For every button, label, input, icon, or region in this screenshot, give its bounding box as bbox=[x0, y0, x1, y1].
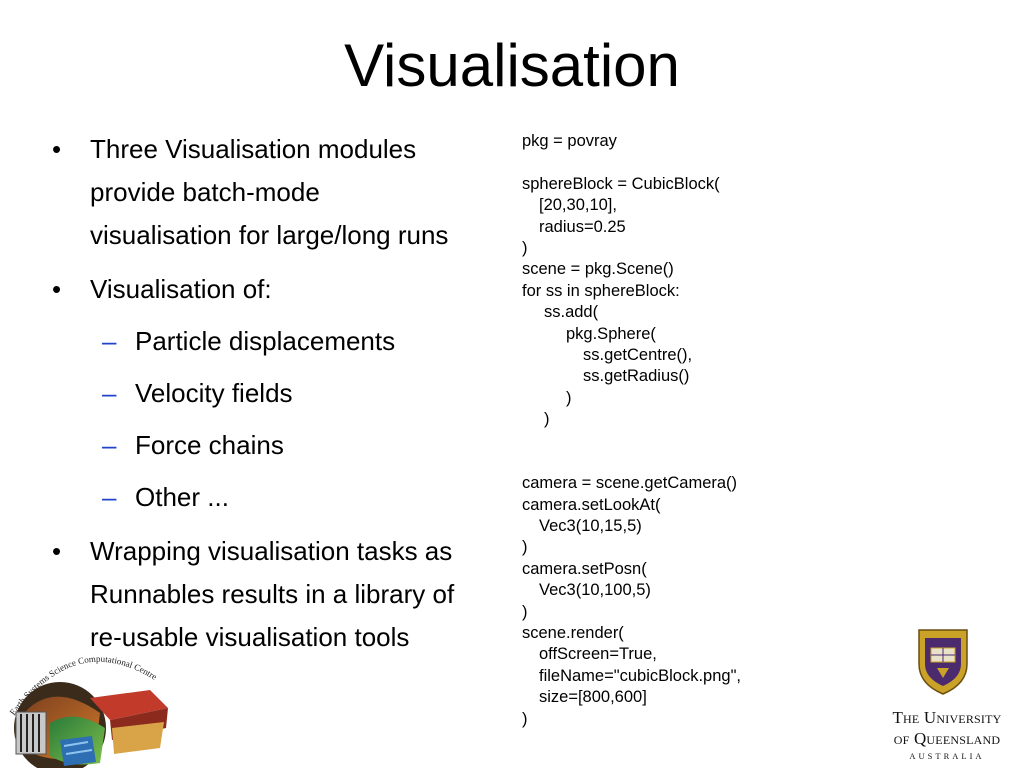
code-line: offScreen=True, bbox=[539, 645, 657, 664]
sub-bullet-text: Other ... bbox=[135, 482, 229, 512]
bullet-item: • Three Visualisation modules provide ba… bbox=[52, 128, 502, 257]
bullet-marker: • bbox=[52, 536, 62, 566]
sub-bullet-item: – Particle displacements bbox=[52, 320, 502, 363]
bullet-marker: • bbox=[52, 274, 62, 304]
code-line: ) bbox=[566, 388, 572, 407]
code-line: ) bbox=[522, 538, 528, 557]
sub-bullet-text: Particle displacements bbox=[135, 326, 396, 356]
sub-bullet-marker: – bbox=[102, 430, 117, 460]
sub-bullet-marker: – bbox=[102, 482, 117, 512]
sub-bullet-item: – Force chains bbox=[52, 424, 502, 467]
code-line: pkg.Sphere( bbox=[566, 324, 656, 343]
code-blank-line bbox=[522, 452, 822, 473]
code-line: [20,30,10], bbox=[539, 196, 617, 215]
sub-bullet-text: Velocity fields bbox=[135, 378, 293, 408]
code-line: ) bbox=[522, 709, 528, 728]
uq-name-line2: of Queensland bbox=[893, 729, 1001, 748]
sub-bullet-marker: – bbox=[102, 378, 117, 408]
code-blank-line bbox=[522, 430, 822, 451]
code-line: ) bbox=[522, 238, 528, 257]
code-line: scene = pkg.Scene() bbox=[522, 260, 674, 279]
sub-bullet-item: – Other ... bbox=[52, 476, 502, 519]
code-line: ss.getCentre(), bbox=[583, 345, 693, 364]
bullet-text-line: Visualisation of: bbox=[90, 274, 272, 304]
bullet-marker: • bbox=[52, 134, 62, 164]
code-line: camera = scene.getCamera() bbox=[522, 474, 738, 493]
code-line: ss.add( bbox=[544, 303, 599, 322]
escc-logo: Earth Systems Science Computational Cent… bbox=[8, 654, 168, 768]
code-line: camera.setLookAt( bbox=[522, 495, 661, 514]
code-line: ) bbox=[544, 410, 550, 429]
code-line: ) bbox=[522, 602, 528, 621]
uq-crest-icon bbox=[918, 629, 968, 695]
bullet-text-line: provide batch-mode bbox=[90, 177, 320, 207]
code-line: Vec3(10,15,5) bbox=[539, 517, 642, 536]
uq-logo-text: The University of Queensland AUSTRALIA bbox=[870, 707, 1024, 763]
uq-country: AUSTRALIA bbox=[909, 751, 985, 761]
code-line: fileName="cubicBlock.png", bbox=[539, 666, 742, 685]
sub-bullet-marker: – bbox=[102, 326, 117, 356]
bullet-item: • Visualisation of: bbox=[52, 268, 502, 311]
code-line: Vec3(10,100,5) bbox=[539, 581, 651, 600]
bullet-text-line: visualisation for large/long runs bbox=[90, 220, 449, 250]
code-line: camera.setPosn( bbox=[522, 559, 647, 578]
sub-bullet-item: – Velocity fields bbox=[52, 372, 502, 415]
code-line: pkg = povray bbox=[522, 132, 617, 150]
bullet-list: • Three Visualisation modules provide ba… bbox=[52, 128, 502, 659]
code-line: for ss in sphereBlock: bbox=[522, 281, 680, 300]
slide-title: Visualisation bbox=[344, 32, 680, 99]
bullet-text-line: re-usable visualisation tools bbox=[90, 622, 410, 652]
code-listing: pkg = povray sphereBlock = CubicBlock( [… bbox=[522, 131, 822, 730]
code-line: ss.getRadius() bbox=[583, 367, 690, 386]
bullet-item: • Wrapping visualisation tasks as Runnab… bbox=[52, 530, 502, 659]
code-blank-line bbox=[522, 152, 822, 173]
code-line: scene.render( bbox=[522, 623, 624, 642]
code-line: size=[800,600] bbox=[539, 688, 647, 707]
code-line: sphereBlock = CubicBlock( bbox=[522, 174, 720, 193]
uq-name-line1: The University bbox=[892, 708, 1002, 727]
sub-bullet-text: Force chains bbox=[135, 430, 284, 460]
code-line: radius=0.25 bbox=[539, 217, 626, 236]
bullet-text-line: Runnables results in a library of bbox=[90, 579, 455, 609]
bullet-text-line: Three Visualisation modules bbox=[90, 134, 417, 164]
bullet-text-line: Wrapping visualisation tasks as bbox=[90, 536, 453, 566]
